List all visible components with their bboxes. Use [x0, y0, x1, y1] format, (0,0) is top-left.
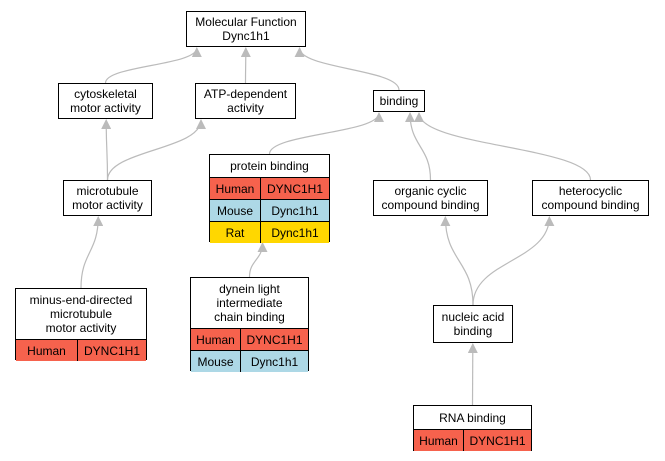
species-label: Human [16, 340, 78, 361]
gene-symbol: Dync1h1 [271, 203, 319, 218]
node-cytoskeletal-motor-activity[interactable]: cytoskeletal motor activity [58, 83, 153, 119]
node-title: minus-end-directed microtubule motor act… [29, 293, 133, 335]
edge-protein_binding-to-binding [268, 112, 384, 155]
node-atp-dependent-activity[interactable]: ATP-dependent activity [195, 83, 296, 119]
gene-row-mouse: Mouse Dync1h1 [191, 350, 308, 372]
node-label: ATP-dependent activity [203, 87, 288, 115]
gene-symbol: Dync1h1 [250, 354, 299, 369]
species-label: Rat [210, 222, 261, 243]
gene-row-mouse: Mouse Dync1h1 [210, 199, 329, 221]
node-dynein-light-intermediate-chain-binding[interactable]: dynein light intermediate chain binding … [190, 277, 309, 372]
edge-nucleic_acid-to-heterocyclic [472, 216, 555, 306]
gene-symbol: DYNC1H1 [246, 332, 303, 347]
node-nucleic-acid-binding[interactable]: nucleic acid binding [433, 305, 513, 343]
node-title: dynein light intermediate chain binding [214, 282, 285, 324]
edge-dynein_light-to-protein_binding [248, 242, 268, 278]
node-title: protein binding [230, 159, 309, 173]
gene-row-human: Human DYNC1H1 [210, 177, 329, 199]
edge-microtubule_motor-to-cytoskeletal [101, 119, 112, 181]
species-label: Human [210, 178, 261, 199]
species-label: Human [414, 430, 464, 451]
edge-nucleic_acid-to-organic_cyclic [440, 216, 474, 306]
node-label: Molecular Function Dync1h1 [195, 15, 297, 43]
node-minus-end-directed-microtubule-motor-activity[interactable]: minus-end-directed microtubule motor act… [15, 288, 147, 361]
edge-binding-to-root [294, 47, 400, 91]
gene-row-human: Human DYNC1H1 [191, 328, 308, 350]
node-microtubule-motor-activity[interactable]: microtubule motor activity [63, 180, 152, 216]
edge-organic_cyclic-to-binding [405, 112, 432, 181]
node-rna-binding[interactable]: RNA binding Human DYNC1H1 [413, 405, 532, 451]
node-binding[interactable]: binding [373, 90, 425, 112]
node-label: nucleic acid binding [441, 310, 505, 338]
gene-symbol: DYNC1H1 [469, 433, 526, 448]
node-label: cytoskeletal motor activity [70, 87, 141, 115]
node-label: organic cyclic compound binding [381, 184, 480, 212]
node-organic-cyclic-compound-binding[interactable]: organic cyclic compound binding [373, 180, 488, 216]
gene-row-human: Human DYNC1H1 [414, 429, 531, 451]
edge-cytoskeletal-to-root [104, 47, 202, 84]
node-label: heterocyclic compound binding [541, 184, 640, 212]
node-protein-binding[interactable]: protein binding Human DYNC1H1 Mouse Dync… [209, 154, 330, 243]
gene-row-rat: Rat Dync1h1 [210, 221, 329, 243]
gene-symbol: Dync1h1 [271, 225, 319, 240]
edge-microtubule_motor-to-atp_dependent [106, 119, 206, 181]
node-title: RNA binding [439, 410, 506, 425]
species-label: Mouse [191, 351, 241, 372]
edge-minus_end-to-microtubule_motor [80, 216, 104, 289]
node-molecular-function-root[interactable]: Molecular Function Dync1h1 [186, 11, 306, 47]
species-label: Mouse [210, 200, 261, 221]
node-heterocyclic-compound-binding[interactable]: heterocyclic compound binding [532, 180, 649, 216]
species-label: Human [191, 329, 241, 350]
gene-symbol: DYNC1H1 [83, 343, 140, 358]
edge-heterocyclic-to-binding [414, 112, 592, 181]
gene-symbol: DYNC1H1 [266, 181, 323, 196]
node-label: binding [379, 94, 419, 108]
node-label: microtubule motor activity [72, 184, 143, 212]
gene-row-human: Human DYNC1H1 [16, 339, 146, 361]
